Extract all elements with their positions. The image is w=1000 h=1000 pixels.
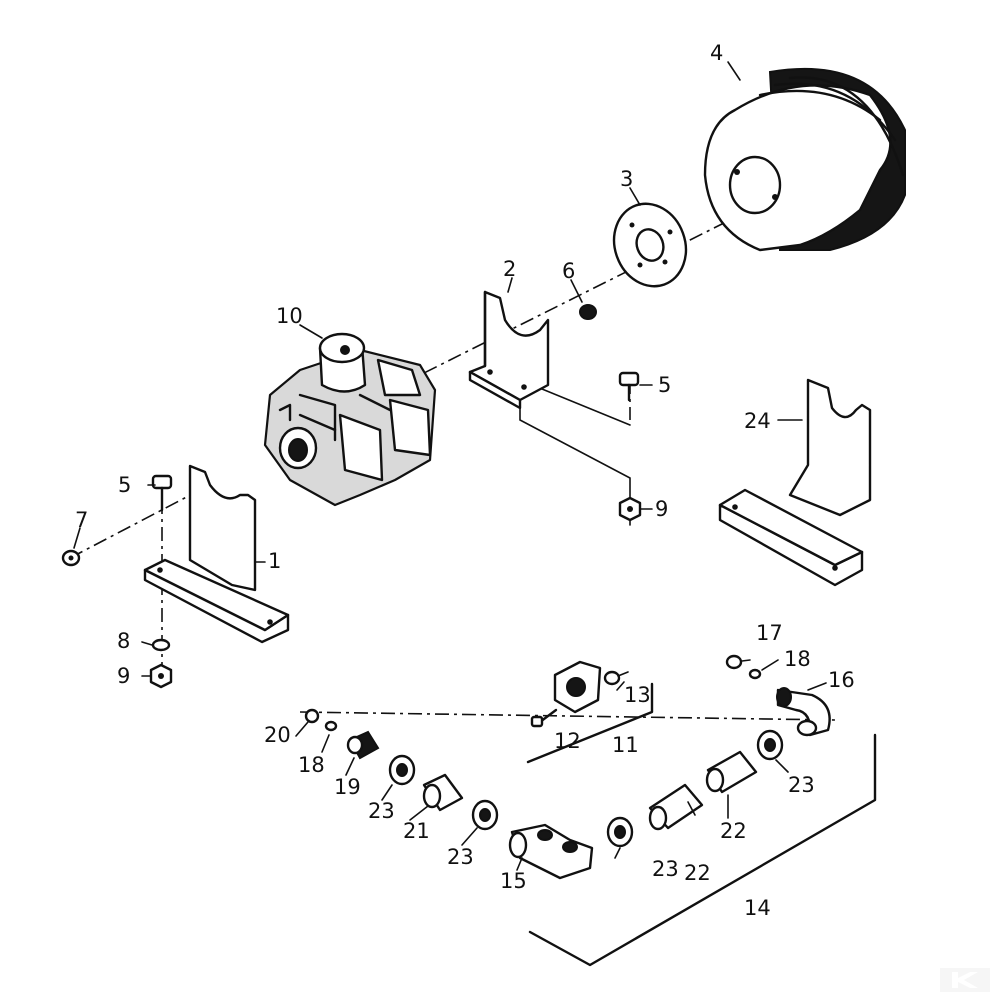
label-part-18-left: 18	[298, 753, 325, 777]
bolt-5-left	[151, 474, 173, 512]
label-part-13: 13	[624, 683, 651, 707]
label-part-9-left: 9	[117, 664, 130, 688]
nut-7	[61, 549, 81, 567]
leader-lines	[73, 61, 827, 871]
label-part-17: 17	[756, 621, 783, 645]
label-part-22-left: 22	[684, 861, 711, 885]
assembly-axis-lines	[69, 194, 836, 721]
alternative-bracket	[718, 378, 872, 587]
label-part-23-right: 23	[788, 773, 815, 797]
lower-bracket	[143, 464, 290, 644]
corner-logo	[940, 968, 990, 992]
nut-9-right	[618, 496, 642, 522]
label-part-14: 14	[744, 896, 771, 920]
label-part-8: 8	[117, 629, 130, 653]
label-part-18-right: 18	[784, 647, 811, 671]
label-part-16: 16	[828, 668, 855, 692]
upper-bracket	[468, 290, 550, 410]
label-part-11: 11	[612, 733, 639, 757]
label-part-23-mid: 23	[652, 857, 679, 881]
label-part-15: 15	[500, 869, 527, 893]
label-part-24: 24	[744, 409, 771, 433]
label-part-20: 20	[264, 723, 291, 747]
label-part-5-right: 5	[658, 373, 671, 397]
label-part-22-right: 22	[720, 819, 747, 843]
label-part-6: 6	[562, 259, 575, 283]
clamp-assembly	[530, 660, 629, 728]
group-brackets	[526, 682, 877, 967]
left-hose-fittings	[304, 708, 499, 831]
label-part-4: 4	[710, 41, 723, 65]
part-number-labels: 4 3 2 6 10 5 24 5 9 7 1 17 8 18 9 16 13 …	[75, 41, 855, 920]
bolt-5-right	[618, 371, 640, 402]
pump-body	[263, 332, 437, 507]
label-part-9-right: 9	[655, 497, 668, 521]
label-part-21: 21	[403, 819, 430, 843]
label-part-19: 19	[334, 775, 361, 799]
nut-6	[579, 304, 597, 320]
label-part-1: 1	[268, 549, 281, 573]
nut-9-left	[149, 663, 173, 689]
label-part-12: 12	[554, 729, 581, 753]
label-part-5-left: 5	[118, 473, 131, 497]
washer-8	[151, 638, 171, 652]
drum-housing	[703, 67, 906, 252]
label-part-10: 10	[276, 304, 303, 328]
right-hose-fittings	[606, 654, 831, 848]
tee-fitting	[508, 823, 594, 880]
label-part-3: 3	[620, 167, 633, 191]
label-part-23-left2: 23	[447, 845, 474, 869]
flange-plate	[612, 202, 688, 288]
label-part-2: 2	[503, 257, 516, 281]
label-part-7: 7	[75, 508, 88, 532]
label-part-23-left1: 23	[368, 799, 395, 823]
